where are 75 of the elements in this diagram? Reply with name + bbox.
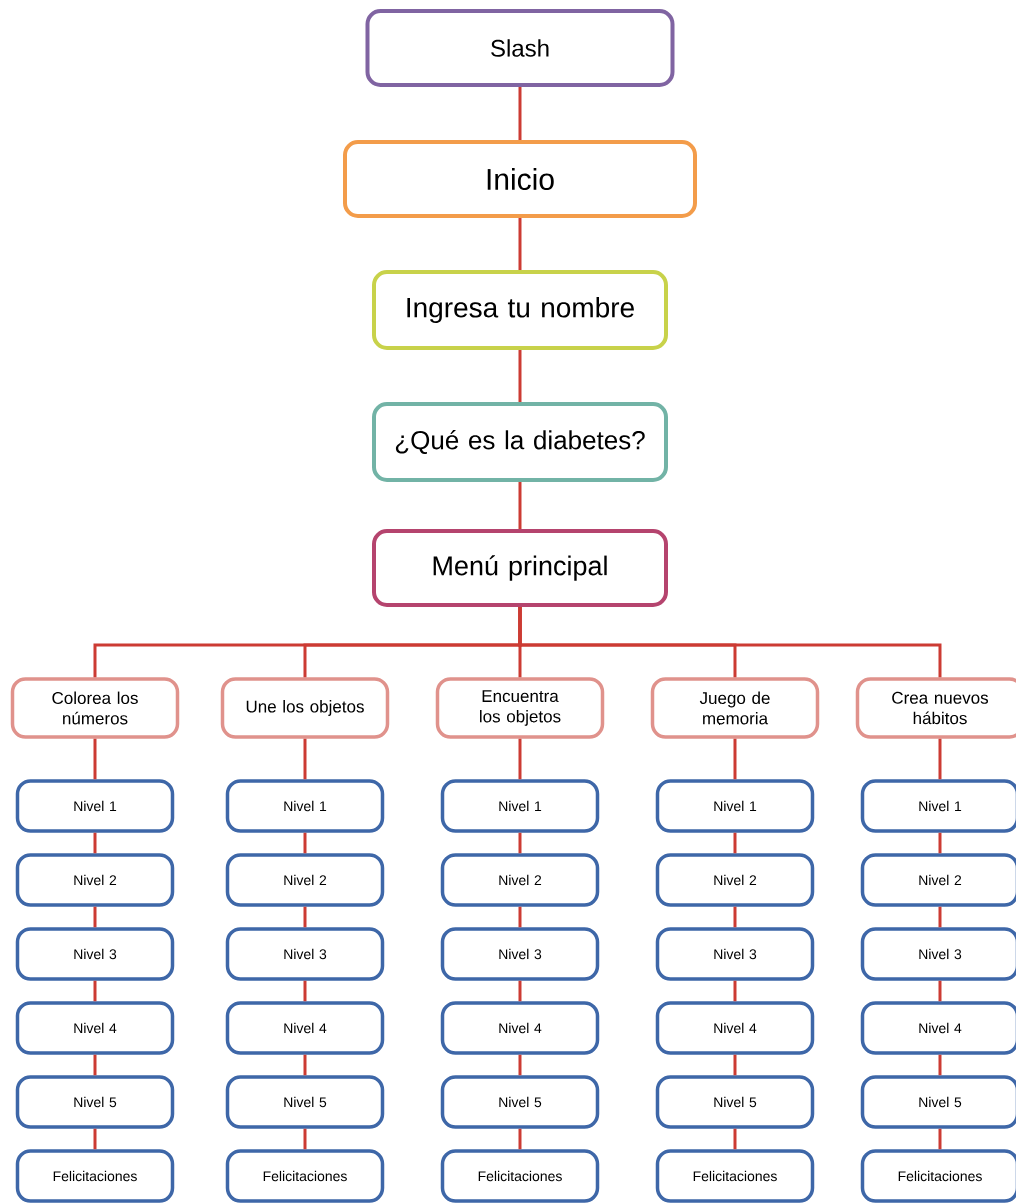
level-box: Nivel 1	[655, 779, 815, 833]
connector-line	[733, 1054, 737, 1076]
connector-line	[518, 1054, 522, 1076]
category-box: Crea nuevos hábitos	[855, 677, 1016, 739]
connector-line	[518, 482, 522, 529]
level-box: Nivel 5	[440, 1075, 600, 1129]
connector-line	[733, 832, 737, 854]
connector-line	[93, 1054, 97, 1076]
level-box: Nivel 1	[860, 779, 1016, 833]
connector-line	[938, 1128, 942, 1150]
connector-line	[938, 738, 942, 780]
level-box: Nivel 1	[15, 779, 175, 833]
category-box: Encuentra los objetos	[435, 677, 605, 739]
connector-line	[518, 218, 522, 270]
category-box: Juego de memoria	[650, 677, 820, 739]
connector-line	[303, 1128, 307, 1150]
level-box: Nivel 3	[440, 927, 600, 981]
connector-line	[303, 906, 307, 928]
level-box: Felicitaciones	[860, 1149, 1016, 1203]
connector-line	[733, 980, 737, 1002]
category-box: Une los objetos	[220, 677, 390, 739]
level-box: Nivel 4	[440, 1001, 600, 1055]
connector-line	[303, 1054, 307, 1076]
level-box: Nivel 3	[225, 927, 385, 981]
level-box: Nivel 4	[15, 1001, 175, 1055]
level-box: Nivel 5	[225, 1075, 385, 1129]
connector-line	[303, 980, 307, 1002]
level-box: Felicitaciones	[225, 1149, 385, 1203]
connector-line	[518, 980, 522, 1002]
screen-box: Inicio	[343, 140, 697, 218]
connector-line	[93, 980, 97, 1002]
level-box: Nivel 4	[655, 1001, 815, 1055]
level-box: Felicitaciones	[655, 1149, 815, 1203]
connector-line	[938, 980, 942, 1002]
connector-line	[93, 832, 97, 854]
level-box: Nivel 5	[860, 1075, 1016, 1129]
level-box: Nivel 2	[225, 853, 385, 907]
connector-line	[303, 738, 307, 780]
level-box: Nivel 1	[440, 779, 600, 833]
level-box: Nivel 2	[440, 853, 600, 907]
connector-line	[303, 832, 307, 854]
level-box: Nivel 5	[15, 1075, 175, 1129]
connector-line	[93, 906, 97, 928]
level-box: Nivel 2	[655, 853, 815, 907]
connector-line	[733, 738, 737, 780]
connector-line	[518, 607, 942, 678]
level-box: Felicitaciones	[15, 1149, 175, 1203]
level-box: Nivel 5	[655, 1075, 815, 1129]
level-box: Nivel 3	[860, 927, 1016, 981]
connector-line	[938, 1054, 942, 1076]
connector-line	[93, 1128, 97, 1150]
screen-box: ¿Qué es la diabetes?	[372, 402, 668, 482]
connector-line	[938, 832, 942, 854]
connector-line	[518, 738, 522, 780]
level-box: Nivel 3	[15, 927, 175, 981]
connector-line	[518, 906, 522, 928]
level-box: Felicitaciones	[440, 1149, 600, 1203]
category-box: Colorea los números	[10, 677, 180, 739]
screen-box: Slash	[365, 9, 675, 87]
screen-box: Ingresa tu nombre	[372, 270, 668, 350]
connector-line	[733, 1128, 737, 1150]
connector-line	[518, 350, 522, 402]
screen-box: Menú principal	[372, 529, 668, 607]
connector-line	[518, 1128, 522, 1150]
level-box: Nivel 4	[225, 1001, 385, 1055]
level-box: Nivel 4	[860, 1001, 1016, 1055]
level-box: Nivel 2	[860, 853, 1016, 907]
connector-line	[518, 87, 522, 140]
connector-line	[733, 906, 737, 928]
level-box: Nivel 3	[655, 927, 815, 981]
connector-line	[938, 906, 942, 928]
level-box: Nivel 2	[15, 853, 175, 907]
level-box: Nivel 1	[225, 779, 385, 833]
connector-line	[518, 832, 522, 854]
connector-line	[93, 738, 97, 780]
